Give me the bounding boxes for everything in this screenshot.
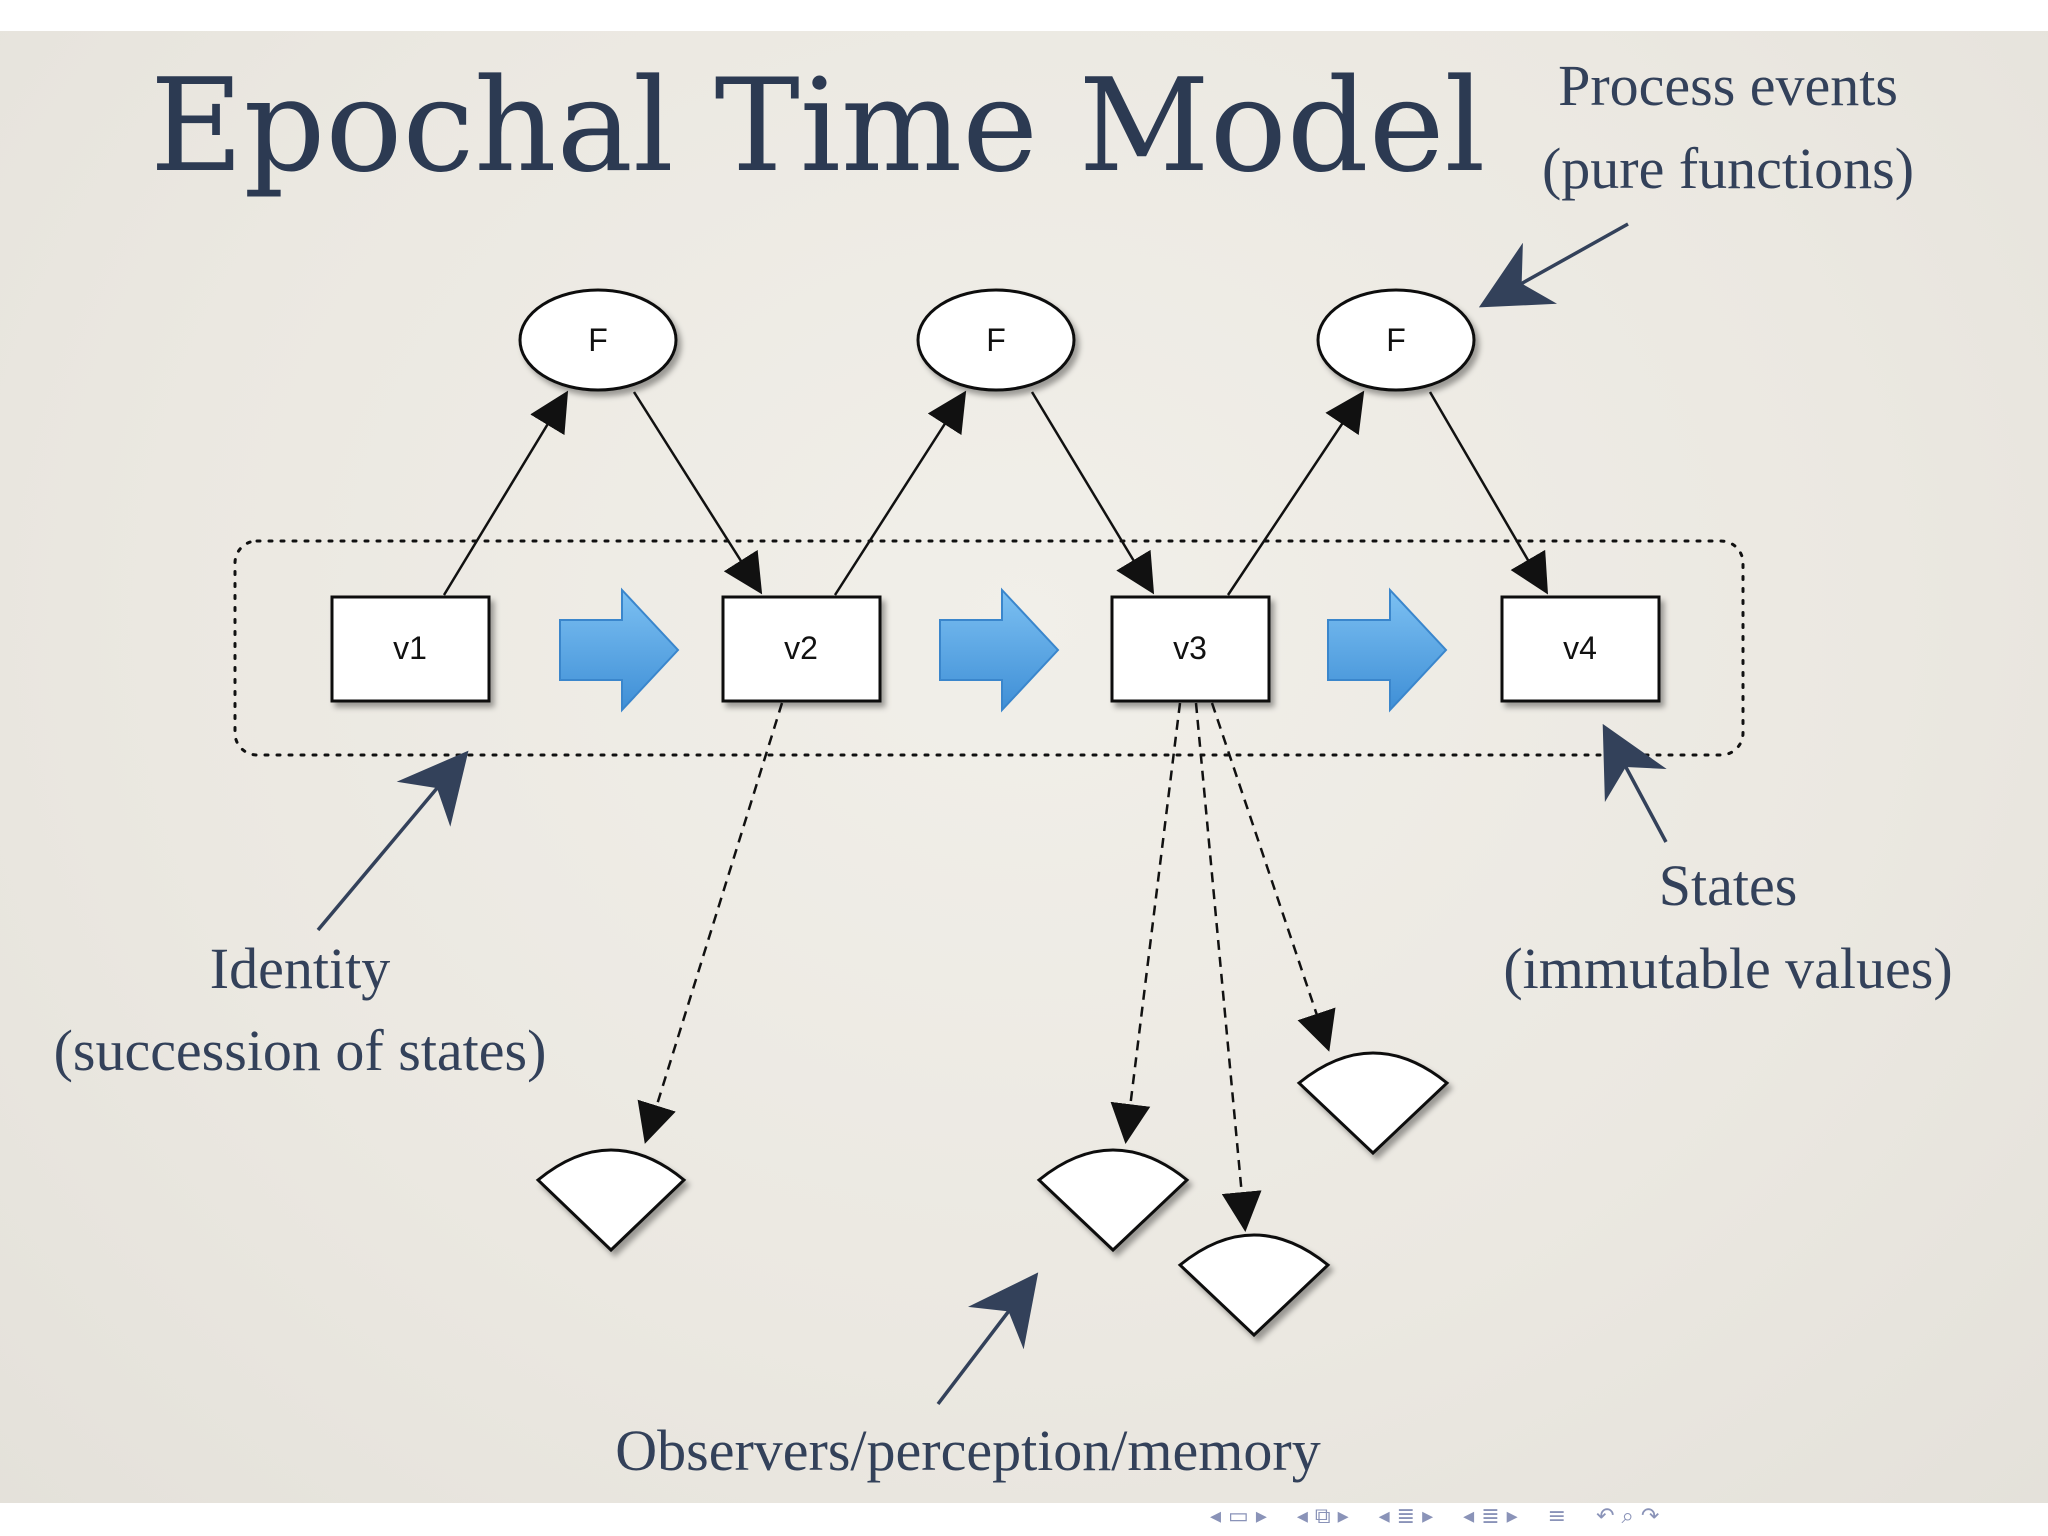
state-node [1500,595,1661,703]
observer-edges [637,702,1336,1232]
state-label: v2 [784,630,818,666]
nav-section-icon[interactable]: ◂ ≣ ▸ [1378,1503,1434,1529]
function-edges [442,390,1549,596]
identity-sublabel: (succession of states) [54,1018,547,1083]
transition-arrow-icon [939,587,1060,713]
process-events-sublabel: (pure functions) [1542,136,1914,201]
function-node [518,288,678,392]
state-label: v1 [393,630,427,666]
function-label: F [588,322,608,358]
observer-node [1036,1148,1190,1253]
nav-search-icon[interactable]: ↶ ⌕ ↷ [1596,1503,1660,1529]
nav-align-icon[interactable]: ≡ [1547,1503,1567,1529]
identity-label: Identity [210,936,390,1001]
transition-arrow-icon [559,587,680,713]
process-events-pointer [1478,222,1629,308]
function-label: F [1386,322,1406,358]
observer-node [1296,1051,1450,1156]
observer-node [1177,1233,1331,1338]
function-node [916,288,1076,392]
observer-node [535,1148,687,1253]
state-node [721,595,882,703]
function-node [1316,288,1476,392]
states-label: States [1659,853,1798,918]
nav-frame-icon[interactable]: ◂ ▭ ▸ [1210,1503,1267,1529]
observers-pointer [936,1272,1039,1406]
transition-arrow-icon [1327,587,1448,713]
slide-navigation-bar: ◂ ▭ ▸ ◂ ⧉ ▸ ◂ ≣ ▸ ◂ ≣ ▸ ≡ ↶ ⌕ ↷ [1210,1500,2040,1532]
state-label: v3 [1173,630,1207,666]
identity-pointer [316,750,469,932]
identity-region [233,539,1745,757]
state-node [330,595,491,703]
observers-label: Observers/perception/memory [615,1418,1320,1483]
states-sublabel: (immutable values) [1503,936,1952,1001]
process-events-label: Process events [1558,53,1898,118]
state-node [1110,595,1271,703]
slide-background [0,31,2048,1503]
nav-toc-icon[interactable]: ◂ ≣ ▸ [1463,1503,1518,1529]
nav-subsection-icon[interactable]: ◂ ⧉ ▸ [1296,1503,1349,1529]
slide-title: Epochal Time Model [150,52,1485,201]
function-label: F [986,322,1006,358]
states-pointer [1602,723,1668,843]
state-label: v4 [1563,630,1597,666]
